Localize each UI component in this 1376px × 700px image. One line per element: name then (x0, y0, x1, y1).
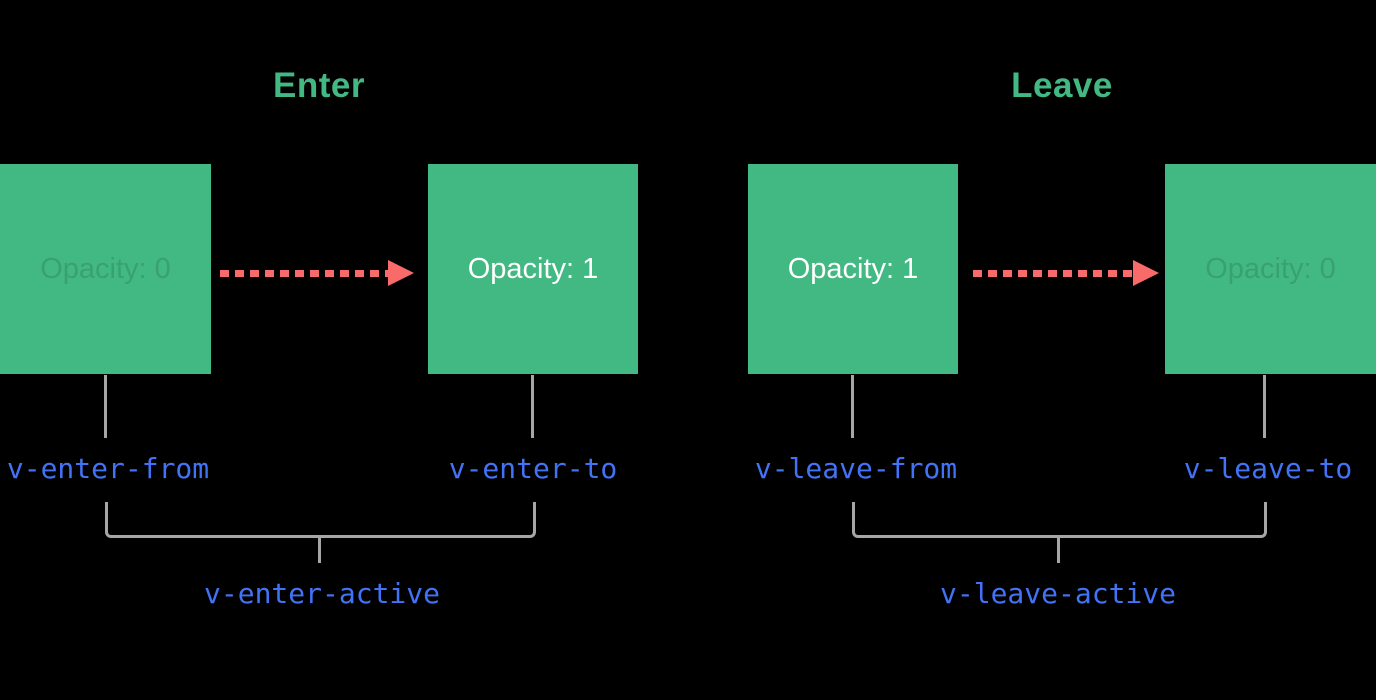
leave-to-connector-line (1263, 375, 1266, 438)
enter-arrow-head-icon (388, 260, 414, 286)
leave-to-box: Opacity: 0 (1165, 164, 1376, 374)
leave-active-bracket (852, 502, 1267, 538)
leave-to-class-label: v-leave-to (1183, 452, 1353, 485)
leave-from-connector-line (851, 375, 854, 438)
leave-from-box: Opacity: 1 (748, 164, 958, 374)
enter-active-stem-line (318, 538, 321, 563)
leave-from-box-label: Opacity: 1 (787, 252, 919, 285)
enter-active-bracket (105, 502, 536, 538)
enter-section-title: Enter (273, 66, 365, 105)
leave-to-box-label: Opacity: 0 (1205, 252, 1336, 285)
leave-arrow-head-icon (1133, 260, 1159, 286)
enter-dashed-arrow-line (220, 270, 388, 277)
enter-to-connector-line (531, 375, 534, 438)
enter-from-connector-line (104, 375, 107, 438)
enter-to-class-label: v-enter-to (448, 452, 618, 485)
enter-active-class-label: v-enter-active (203, 577, 441, 610)
leave-from-class-label: v-leave-from (754, 452, 958, 485)
leave-dashed-arrow-line (973, 270, 1133, 277)
leave-active-stem-line (1057, 538, 1060, 563)
enter-from-box-label: Opacity: 0 (40, 252, 171, 285)
enter-from-class-label: v-enter-from (6, 452, 210, 485)
enter-to-box-label: Opacity: 1 (467, 252, 599, 285)
enter-to-box: Opacity: 1 (428, 164, 638, 374)
leave-active-class-label: v-leave-active (939, 577, 1177, 610)
enter-from-box: Opacity: 0 (0, 164, 211, 374)
leave-section-title: Leave (1011, 66, 1113, 105)
